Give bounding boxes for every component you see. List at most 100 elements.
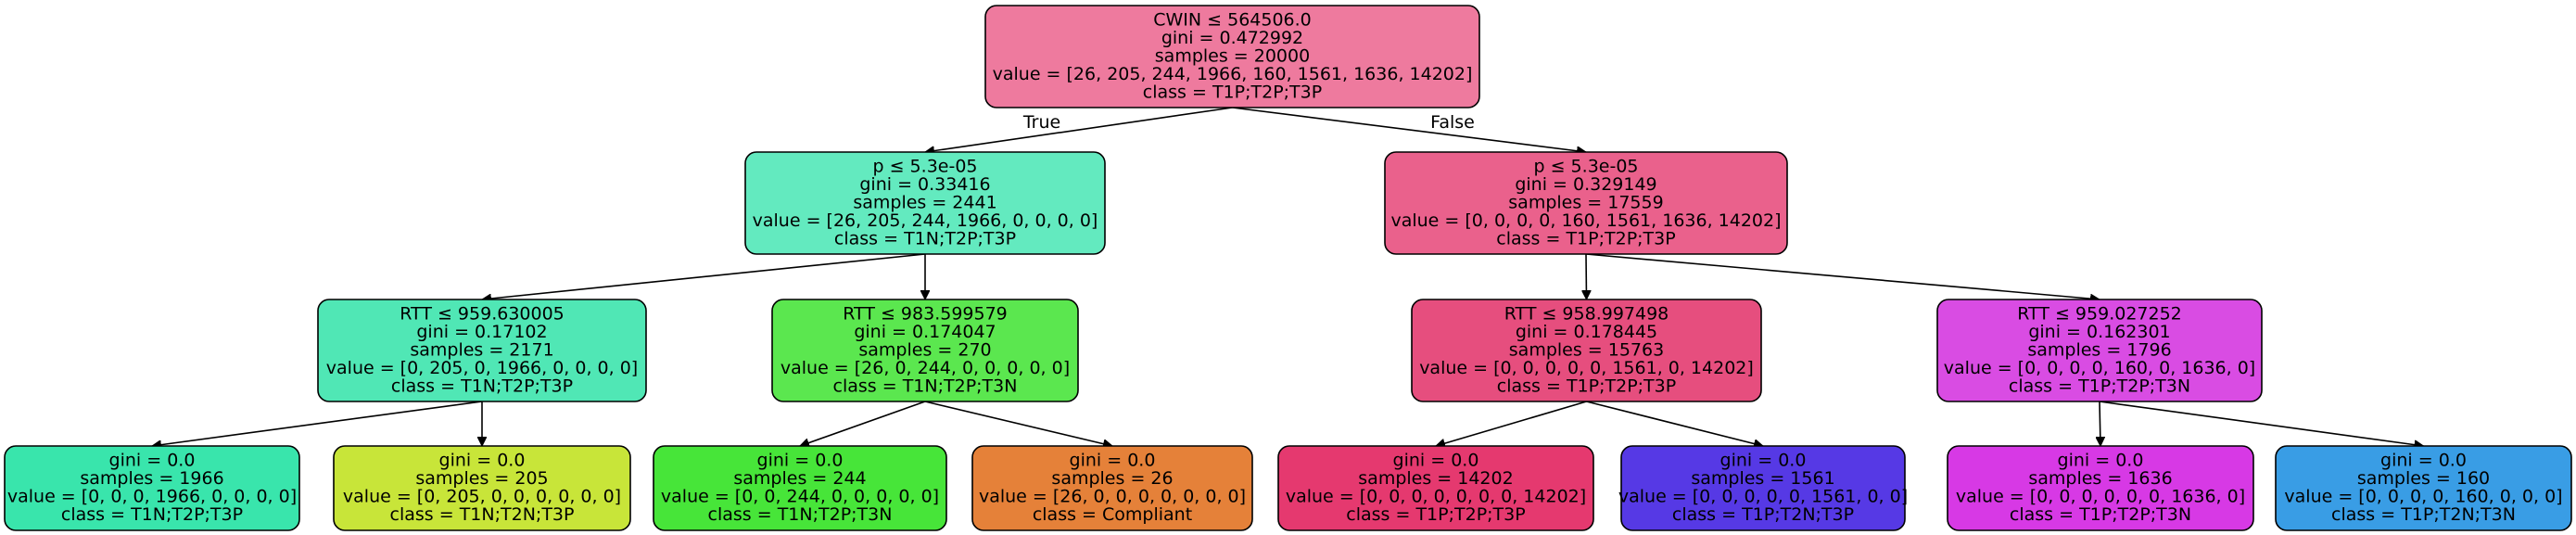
node-text-line: gini = 0.178445 — [1516, 322, 1657, 342]
node-text-line: value = [0, 0, 0, 0, 160, 0, 1636, 0] — [1944, 358, 2255, 378]
edge-n2-n6 — [1585, 253, 2100, 299]
node-text-line: value = [0, 0, 0, 0, 160, 1561, 1636, 14… — [1390, 210, 1781, 231]
node-box — [984, 5, 1480, 108]
node-text-line: class = T1N;T2P;T3P — [391, 376, 573, 396]
node-text-line: RTT ≤ 983.599579 — [843, 303, 1008, 324]
node-box — [771, 299, 1079, 402]
node-text-line: class = T1N;T2P;T3N — [708, 504, 893, 525]
edge-n4-n9 — [800, 401, 926, 446]
node-box — [317, 299, 647, 402]
node-box — [333, 445, 631, 531]
node-text-line: class = T1P;T2P;T3N — [2009, 376, 2190, 396]
node-text-line: samples = 270 — [858, 339, 991, 360]
node-text-line: samples = 20000 — [1155, 45, 1310, 66]
node-text-line: samples = 244 — [733, 468, 866, 489]
node-text-line: RTT ≤ 959.027252 — [2017, 303, 2182, 324]
edge-label-false: False — [1430, 112, 1475, 133]
node-text-line: p ≤ 5.3e-05 — [873, 156, 978, 176]
node-text-line: value = [26, 205, 244, 1966, 160, 1561, … — [993, 64, 1473, 84]
node-text-line: value = [26, 205, 244, 1966, 0, 0, 0, 0] — [753, 210, 1098, 231]
node-box — [2275, 445, 2572, 531]
edge-n4-n10 — [924, 401, 1112, 446]
node-text-line: value = [0, 0, 0, 0, 160, 0, 0, 0] — [2284, 487, 2562, 507]
node-text-line: class = T1N;T2P;T3P — [834, 228, 1016, 248]
node-text-line: CWIN ≤ 564506.0 — [1153, 9, 1312, 30]
node-text-line: gini = 0.0 — [1393, 451, 1479, 471]
node-text-line: gini = 0.329149 — [1515, 174, 1656, 195]
node-text-line: class = T1P;T2N;T3P — [1672, 504, 1854, 525]
node-text-line: samples = 2171 — [410, 339, 553, 360]
node-text-line: value = [0, 205, 0, 1966, 0, 0, 0, 0] — [326, 358, 638, 378]
node-text-line: RTT ≤ 958.997498 — [1504, 303, 1669, 324]
node-text-line: gini = 0.472992 — [1161, 28, 1303, 48]
node-text-line: samples = 1966 — [80, 468, 223, 489]
node-box — [971, 445, 1253, 531]
node-text-line: class = T1N;T2P;T3N — [833, 376, 1018, 396]
node-text-line: class = T1P;T2P;T3P — [1143, 82, 1322, 102]
node-text-line: class = T1P;T2P;T3P — [1346, 504, 1525, 525]
node-text-line: samples = 205 — [415, 468, 548, 489]
node-text-line: gini = 0.0 — [109, 451, 196, 471]
node-text-line: class = Compliant — [1033, 504, 1192, 525]
node-box — [1620, 445, 1906, 531]
edge-label-true: True — [1022, 112, 1060, 133]
node-text-line: value = [0, 0, 0, 0, 0, 1561, 0, 0] — [1618, 487, 1908, 507]
node-text-line: class = T1N;T2P;T3P — [61, 504, 243, 525]
edge-n0-n1 — [925, 107, 1233, 152]
node-text-line: samples = 2441 — [853, 192, 996, 212]
edges-layer: True False — [152, 107, 2424, 446]
node-box — [1936, 299, 2263, 402]
node-text-line: gini = 0.33416 — [859, 174, 990, 195]
node-text-line: samples = 15763 — [1509, 339, 1664, 360]
node-text-line: gini = 0.0 — [757, 451, 844, 471]
node-text-line: value = [0, 0, 244, 0, 0, 0, 0, 0] — [661, 487, 939, 507]
node-text-line: value = [0, 0, 0, 1966, 0, 0, 0, 0] — [7, 487, 297, 507]
node-text-line: samples = 17559 — [1508, 192, 1663, 212]
node-box — [653, 445, 947, 531]
node-text-line: class = T1P;T2N;T3N — [2331, 504, 2516, 525]
node-text-line: samples = 14202 — [1358, 468, 1513, 489]
node-text-line: gini = 0.162301 — [2028, 322, 2170, 342]
node-text-line: value = [26, 0, 0, 0, 0, 0, 0, 0] — [979, 487, 1246, 507]
node-text-line: p ≤ 5.3e-05 — [1534, 156, 1639, 176]
node-text-line: samples = 1636 — [2028, 468, 2172, 489]
edge-n5-n12 — [1586, 401, 1764, 446]
node-box — [1277, 445, 1594, 531]
node-box — [744, 151, 1106, 255]
node-text-line: gini = 0.0 — [2058, 451, 2144, 471]
edge-n3-n7 — [152, 401, 483, 446]
node-text-line: gini = 0.0 — [1070, 451, 1156, 471]
node-box — [1411, 299, 1762, 402]
node-text-line: gini = 0.17102 — [416, 322, 547, 342]
node-text-line: samples = 1796 — [2027, 339, 2171, 360]
node-text-line: gini = 0.0 — [1720, 451, 1807, 471]
node-text-line: gini = 0.0 — [439, 451, 526, 471]
node-box — [1947, 445, 2254, 531]
node-text-line: class = T1N;T2N;T3P — [390, 504, 575, 525]
node-box — [4, 445, 300, 531]
node-text-line: class = T1P;T2P;T3P — [1497, 376, 1676, 396]
edge-n5-n11 — [1436, 401, 1587, 446]
node-text-line: samples = 160 — [2357, 468, 2490, 489]
node-text-line: value = [0, 0, 0, 0, 0, 0, 0, 14202] — [1286, 487, 1586, 507]
node-text-line: class = T1P;T2P;T3N — [2010, 504, 2191, 525]
node-text-line: class = T1P;T2P;T3P — [1496, 228, 1675, 248]
node-text-line: samples = 26 — [1051, 468, 1173, 489]
node-text-line: gini = 0.0 — [2380, 451, 2467, 471]
node-text-line: value = [0, 0, 0, 0, 0, 1561, 0, 14202] — [1419, 358, 1754, 378]
